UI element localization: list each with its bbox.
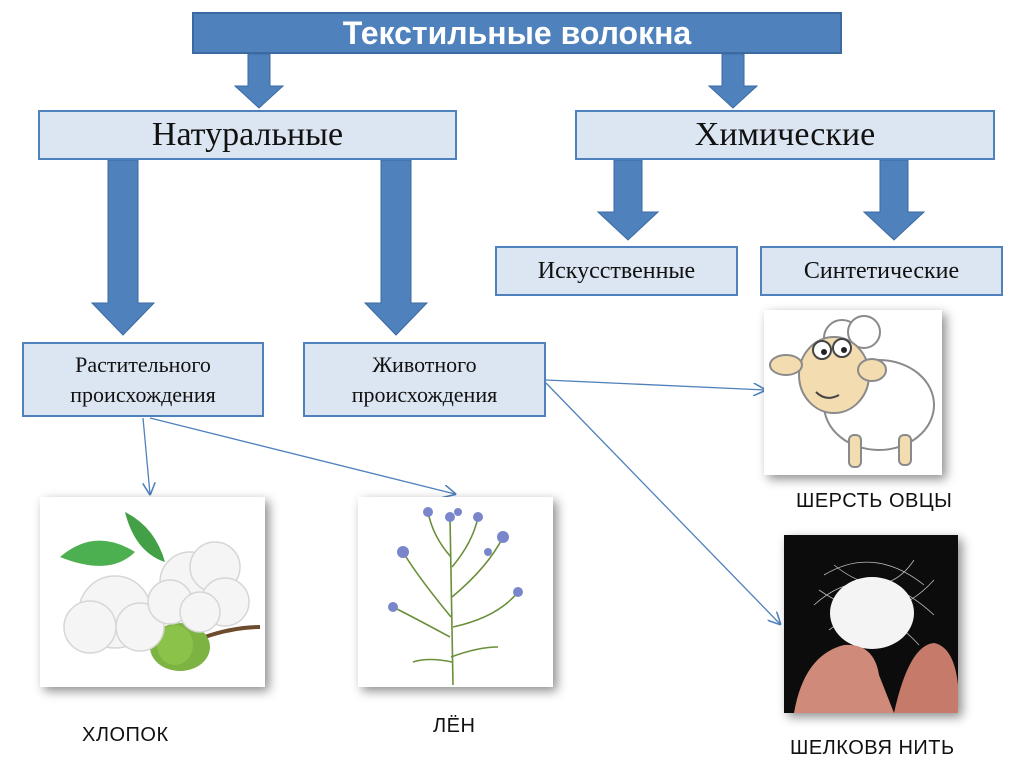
node-natural-label: Натуральные	[151, 116, 344, 153]
node-plant-origin: Растительного происхождения	[22, 342, 264, 417]
node-animal-line1: Животного	[372, 351, 477, 377]
node-natural: Натуральные	[38, 110, 457, 160]
arrow-to-natural	[233, 53, 285, 109]
arrow-to-plant	[90, 159, 156, 336]
sheep-illustration	[769, 315, 935, 468]
flax-illustration	[388, 507, 523, 686]
caption-cotton: ХЛОПОК	[82, 724, 169, 746]
node-synthetic: Синтетические	[760, 246, 1003, 296]
arrow-to-synthetic	[862, 159, 926, 241]
cotton-illustration	[60, 512, 261, 671]
node-plant-line1: Растительного	[75, 351, 211, 377]
silk-image	[784, 535, 958, 713]
node-animal-origin: Животного происхождения	[303, 342, 546, 417]
diagram-title: Текстильные волокна	[192, 12, 842, 54]
link-animal-silk	[545, 382, 780, 624]
caption-wool: ШЕРСТЬ ОВЦЫ	[796, 490, 953, 512]
node-artificial-label: Искусственные	[537, 257, 696, 284]
arrow-to-chemical	[707, 53, 759, 109]
caption-flax: ЛЁН	[433, 715, 476, 737]
node-synthetic-label: Синтетические	[803, 257, 960, 284]
link-plant-flax	[149, 417, 455, 494]
sheep-image	[764, 310, 942, 475]
caption-silk: ШЕЛКОВЯ НИТЬ	[790, 737, 955, 759]
node-chemical: Химические	[575, 110, 995, 160]
link-plant-cotton	[142, 417, 150, 494]
cotton-image	[40, 497, 265, 687]
node-artificial: Искусственные	[495, 246, 738, 296]
diagram-title-text: Текстильные волокна	[342, 14, 692, 51]
arrow-to-animal	[363, 159, 429, 336]
silk-illustration	[794, 559, 958, 713]
flax-image	[358, 497, 553, 687]
node-plant-line2: происхождения	[70, 381, 216, 407]
node-animal-line2: происхождения	[351, 381, 498, 407]
arrow-to-artificial	[596, 159, 660, 241]
link-animal-wool	[545, 379, 765, 390]
node-chemical-label: Химические	[694, 116, 876, 153]
